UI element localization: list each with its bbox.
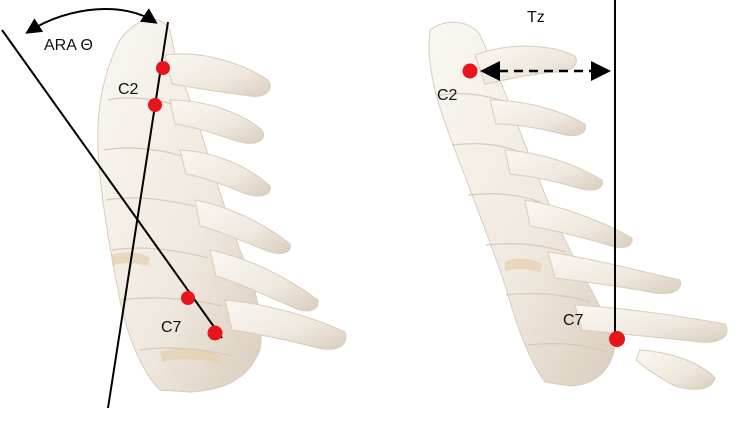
tz-label: Tz [527,9,545,26]
left-process-c2 [164,53,271,97]
right-c2-label: C2 [437,87,458,104]
right-c7-label: C7 [563,312,584,329]
right-c2-landmark [462,63,478,79]
left-process-c5 [194,199,291,254]
right-process-c5 [524,199,633,248]
left-disc [160,348,222,364]
c2-c7-line [1,29,223,339]
right-process-tail [635,349,716,390]
right-spine-illustration [428,21,728,390]
right-disc [505,258,542,272]
left-c2-label: C2 [118,81,139,98]
right-c7-landmark [609,331,625,347]
c7-upper-landmark [181,291,195,305]
angle-arc-arrow [25,8,158,34]
right-process-c4 [504,149,603,191]
left-spine-illustration [97,19,347,393]
angle-label: ARA Θ [44,37,93,54]
right-process-c2 [474,45,577,85]
right-process-c3 [489,99,586,137]
left-c7-label: C7 [161,319,182,336]
left-process-c3 [169,99,264,144]
left-process-c4 [179,149,271,197]
c2-upper-landmark [156,61,170,75]
left-process-c7 [224,299,347,350]
left-process-c6 [209,249,319,312]
c2-vertical-reference-line [107,21,169,409]
c7-lower-landmark [207,325,223,341]
c2-lower-landmark [148,98,162,112]
